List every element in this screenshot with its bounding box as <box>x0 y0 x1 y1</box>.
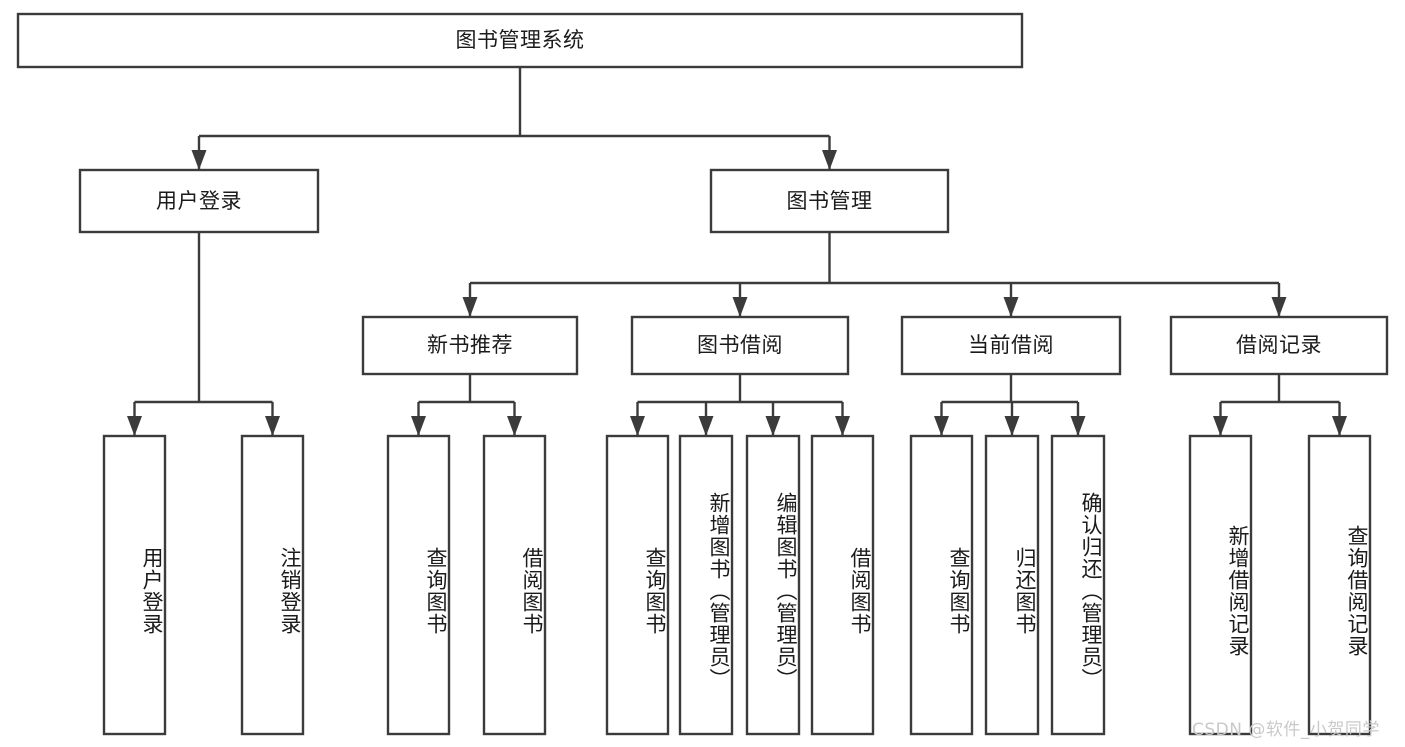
connector-arrow-icon <box>835 416 850 436</box>
node-box-leaf-borrow-book-2[interactable] <box>810 434 875 736</box>
connector-arrow-icon <box>1004 416 1020 436</box>
connector-arrow-icon <box>732 297 748 317</box>
node-box-leaf-add-book[interactable] <box>678 434 734 736</box>
connector-arrow-icon <box>507 416 522 436</box>
connector-arrow-icon <box>1213 416 1228 436</box>
node-box-new-book-rec[interactable] <box>361 315 579 376</box>
connector-arrow-icon <box>411 416 426 436</box>
node-box-leaf-add-record[interactable] <box>1188 434 1253 736</box>
node-box-root[interactable] <box>16 12 1024 69</box>
node-box-leaf-return-book[interactable] <box>984 434 1040 736</box>
connector-arrow-icon <box>191 150 207 170</box>
node-box-leaf-query-record[interactable] <box>1307 434 1372 736</box>
connector-arrow-icon <box>462 297 478 317</box>
node-box-leaf-query-book-1[interactable] <box>386 434 451 736</box>
connector-arrow-icon <box>698 416 714 436</box>
node-box-leaf-user-login[interactable] <box>102 434 167 736</box>
connector-arrow-icon <box>822 150 837 170</box>
node-box-leaf-confirm-return[interactable] <box>1050 434 1106 736</box>
connector-arrow-icon <box>127 416 142 436</box>
node-box-current-borrow[interactable] <box>900 315 1122 376</box>
node-box-user-login[interactable] <box>78 168 320 234</box>
node-box-leaf-borrow-book-1[interactable] <box>482 434 547 736</box>
connector-arrow-icon <box>265 416 280 436</box>
node-box-borrow-record[interactable] <box>1169 315 1389 376</box>
node-box-leaf-edit-book[interactable] <box>745 434 801 736</box>
node-box-book-manage[interactable] <box>709 168 950 234</box>
connector-arrow-icon <box>1271 297 1287 317</box>
node-box-layer <box>16 12 1389 736</box>
node-box-leaf-user-logout[interactable] <box>240 434 305 736</box>
connector-arrow-icon <box>765 416 781 436</box>
node-box-leaf-query-book-3[interactable] <box>909 434 974 736</box>
node-box-book-borrow[interactable] <box>630 315 850 376</box>
connector-arrow-icon <box>1070 416 1086 436</box>
connector-arrow-icon <box>1332 416 1347 436</box>
node-box-leaf-query-book-2[interactable] <box>605 434 670 736</box>
connector-arrow-icon <box>934 416 949 436</box>
connector-layer <box>127 67 1347 436</box>
connector-arrow-icon <box>1003 297 1019 317</box>
connector-arrow-icon <box>630 416 645 436</box>
